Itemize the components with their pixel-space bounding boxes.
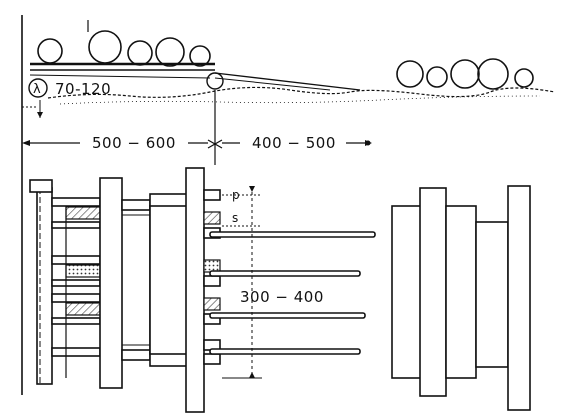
label-p: p <box>232 188 240 202</box>
roller-wheel <box>206 72 224 90</box>
skid-line-1 <box>214 72 361 91</box>
ground-line <box>47 86 556 99</box>
left-post <box>36 187 53 385</box>
skid-line-2 <box>214 77 331 91</box>
left-crossbars <box>51 197 101 378</box>
skid-rods <box>209 231 376 355</box>
right-post-2 <box>507 185 531 411</box>
right-structure <box>391 185 531 411</box>
right-post-1 <box>419 187 447 397</box>
post-2 <box>99 177 123 389</box>
dimension-400-500: 400 − 500 <box>252 134 336 152</box>
label-s: s <box>232 211 238 225</box>
logs-on-ground <box>396 58 534 90</box>
block-stack <box>203 189 221 365</box>
logs-on-deck <box>37 30 211 67</box>
dimension-500-600: 500 − 600 <box>92 134 176 152</box>
plan-view: p s 300 − 400 <box>29 167 531 413</box>
dimension-70-120: 70-120 <box>55 80 111 98</box>
angle-marker <box>28 78 48 98</box>
side-elevation: λ 70-120 500 − 600 <box>21 15 556 395</box>
post-4 <box>185 167 205 413</box>
lambda-symbol: λ <box>33 82 41 97</box>
dimension-300-400: 300 − 400 <box>240 288 324 306</box>
